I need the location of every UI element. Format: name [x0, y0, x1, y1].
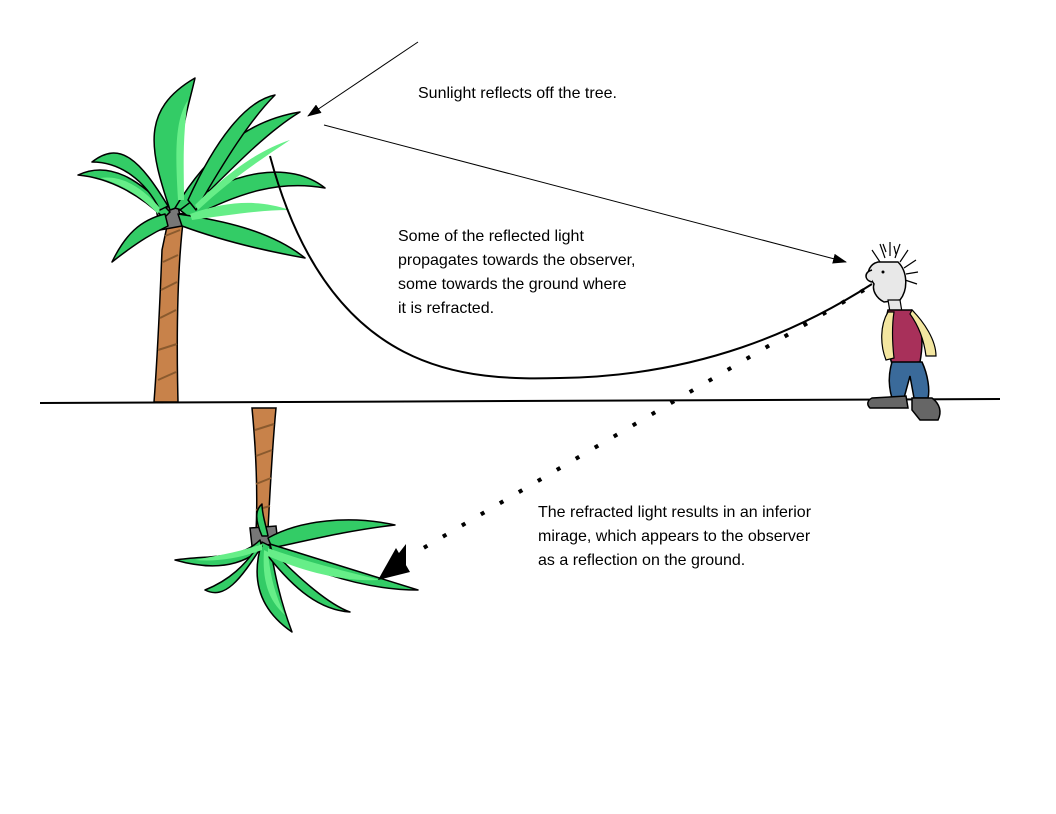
observer-jeans — [888, 361, 930, 399]
refracted-caption-line: The refracted light results in an inferi… — [538, 504, 812, 521]
observer-person — [865, 242, 941, 421]
palm-trunk — [153, 211, 185, 403]
reflected-caption-line: propagates towards the observer, — [398, 252, 636, 269]
sunlight-ray — [307, 41, 419, 117]
palm-tree — [77, 77, 326, 403]
reflected-light-caption: Some of the reflected light propagates t… — [398, 225, 635, 321]
mirage-palm-tree — [174, 407, 419, 633]
observer-shoe-right — [911, 397, 941, 421]
reflected-caption-line: it is refracted. — [398, 300, 495, 317]
sunlight-caption: Sunlight reflects off the tree. — [418, 85, 617, 102]
observer-shoe-left — [867, 395, 909, 409]
reflected-caption-line: some towards the ground where — [398, 276, 627, 293]
palm-fronds — [77, 77, 326, 263]
refracted-caption-line: as a reflection on the ground. — [538, 552, 746, 569]
refracted-curve-ray — [269, 155, 873, 380]
refracted-light-caption: The refracted light results in an inferi… — [538, 501, 811, 573]
ground-line — [39, 398, 1001, 404]
reflected-caption-line: Some of the reflected light — [398, 228, 584, 245]
mirage-fronds — [174, 503, 419, 633]
direct-reflected-ray — [323, 124, 847, 264]
observer-head — [867, 261, 907, 303]
refracted-caption-line: mirage, which appears to the observer — [538, 528, 811, 545]
